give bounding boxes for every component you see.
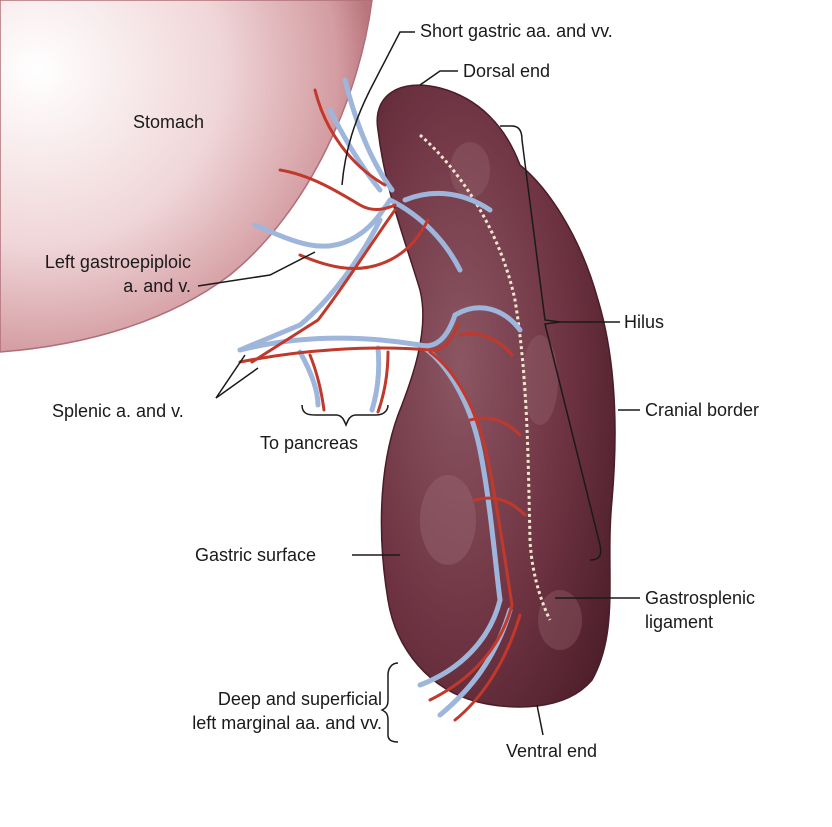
label-short-gastric: Short gastric aa. and vv. [420,21,613,41]
label-to-pancreas: To pancreas [260,433,359,453]
gastrosplenic-ligament-seam [419,133,552,621]
label-ventral-end: Ventral end [506,741,598,761]
label-marginal-1: Deep and superficial [217,689,382,709]
spleen-highlight [420,475,476,565]
label-splenic: Splenic a. and v. [52,401,184,421]
arteries [238,88,527,722]
leader-lines [197,31,640,743]
spleen-highlight [450,142,490,198]
label-gastrosplenic-1: Gastrosplenic [645,588,756,608]
label-left-gastroepiploic-2: a. and v. [123,276,191,296]
to-pancreas-bracket [301,404,389,428]
label-gastric-surface: Gastric surface [195,545,317,565]
marginal-bracket [380,662,399,743]
leader-dorsal-end [419,70,458,86]
leader-splenic-b [215,367,259,399]
label-dorsal-end: Dorsal end [463,61,551,81]
leader-left-gastroepiploic [197,251,316,287]
label-gastrosplenic-2: ligament [645,612,714,632]
label-left-gastroepiploic-1: Left gastroepiploic [44,252,191,272]
short-gastric-bracket [341,89,371,186]
label-marginal-2: left marginal aa. and vv. [192,713,382,733]
stomach-shape [0,0,373,353]
spleen-shape [376,84,616,708]
spleen-highlight [538,590,582,650]
spleen-highlight [522,335,558,425]
leader-ventral-end [536,704,544,736]
label-hilus: Hilus [624,312,665,332]
leader-short-gastric [369,31,415,91]
leader-splenic [215,354,246,399]
label-stomach: Stomach [133,112,205,132]
hilus-bracket [500,125,602,561]
label-cranial-border: Cranial border [645,400,760,420]
